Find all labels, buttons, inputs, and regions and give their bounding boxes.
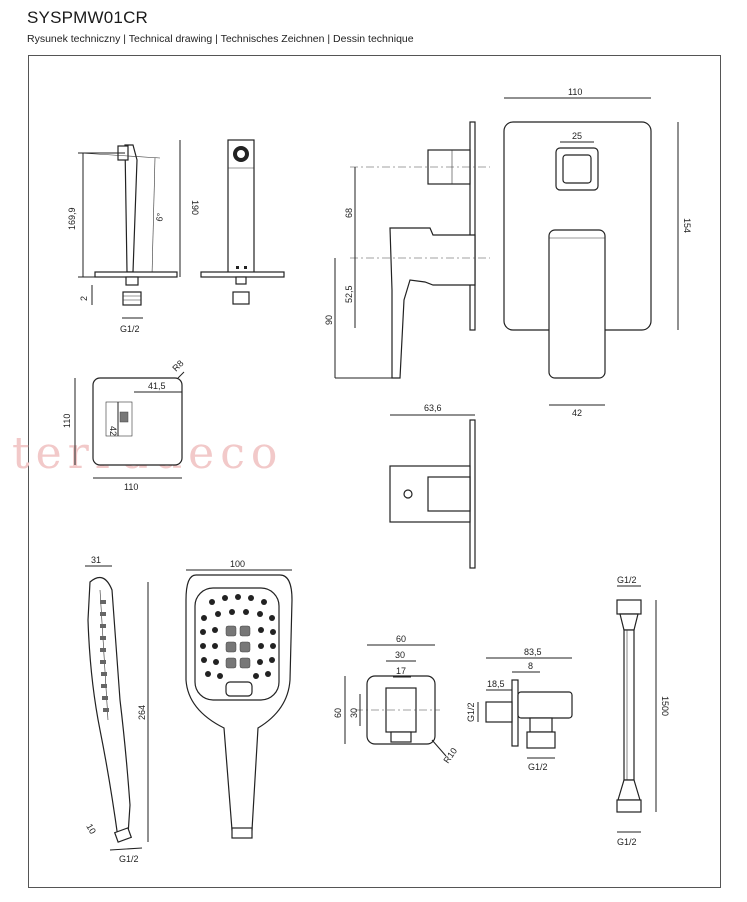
dim-hand-length: 264 <box>137 705 147 720</box>
valve-box-top: 63,6 <box>389 403 476 569</box>
wall-outlet-front: 60 30 17 60 30 R10 <box>333 634 459 765</box>
hand-shower-side: 31 264 10 G1/2 <box>84 555 149 864</box>
thread-overhead: G1/2 <box>120 324 140 334</box>
overhead-front-view <box>200 139 285 305</box>
hand-shower-front: 100 <box>185 559 293 839</box>
dim-outlet-8: 8 <box>528 661 533 671</box>
dim-plate-height: 110 <box>62 414 72 428</box>
dim-outlet-30h: 30 <box>349 708 359 718</box>
wall-outlet-side: 83,5 8 18,5 G1/2 G1/2 <box>466 647 573 772</box>
dim-angle: 6° <box>154 212 165 223</box>
dim-plate-42: 42 <box>108 426 118 436</box>
valve-front-view: 110 25 154 42 <box>503 87 692 418</box>
thread-hand: G1/2 <box>119 854 139 864</box>
thread-hose-top: G1/2 <box>617 575 637 585</box>
dim-outlet-835: 83,5 <box>524 647 542 657</box>
dim-overhead-total: 190 <box>190 200 200 215</box>
thread-outlet-bottom: G1/2 <box>528 762 548 772</box>
overhead-side-view: 169,9 190 6° 2 G1/2 <box>67 140 200 334</box>
dim-valve-90: 90 <box>324 315 334 325</box>
dim-hand-thickness: 31 <box>91 555 101 565</box>
dim-hose-length: 1500 <box>660 696 670 716</box>
dim-outlet-17: 17 <box>396 666 406 676</box>
dim-hand-tip: 10 <box>84 822 98 836</box>
dim-valve-width: 110 <box>568 87 582 97</box>
valve-side-view: 68 52,5 90 <box>324 121 490 379</box>
dim-plate-radius: R8 <box>170 358 185 373</box>
dim-valve-height: 154 <box>682 218 692 233</box>
dim-valve-525: 52,5 <box>344 285 354 303</box>
page-title: SYSPMW01CR <box>27 8 149 27</box>
dim-outlet-30w: 30 <box>395 650 405 660</box>
dim-outlet-60h: 60 <box>333 708 343 718</box>
dim-plate-thickness: 2 <box>79 296 89 301</box>
dim-plate-offset: 41,5 <box>148 381 166 391</box>
dim-hand-width: 100 <box>230 559 245 569</box>
dim-plate-width: 110 <box>124 482 138 492</box>
hose: G1/2 1500 G1/2 <box>616 575 670 847</box>
dim-outlet-185: 18,5 <box>487 679 505 689</box>
dim-valve-handle: 42 <box>572 408 582 418</box>
dim-overhead-height: 169,9 <box>67 207 77 230</box>
thread-outlet-left: G1/2 <box>466 702 476 722</box>
dim-valve-68: 68 <box>344 208 354 218</box>
thread-hose-bottom: G1/2 <box>617 837 637 847</box>
dim-valve-knob: 25 <box>572 131 582 141</box>
dim-outlet-radius: R10 <box>441 746 459 765</box>
dim-outlet-60w: 60 <box>396 634 406 644</box>
page-subtitle: Rysunek techniczny | Technical drawing |… <box>27 33 414 45</box>
drawing-frame <box>28 55 721 888</box>
dim-box-depth: 63,6 <box>424 403 442 413</box>
